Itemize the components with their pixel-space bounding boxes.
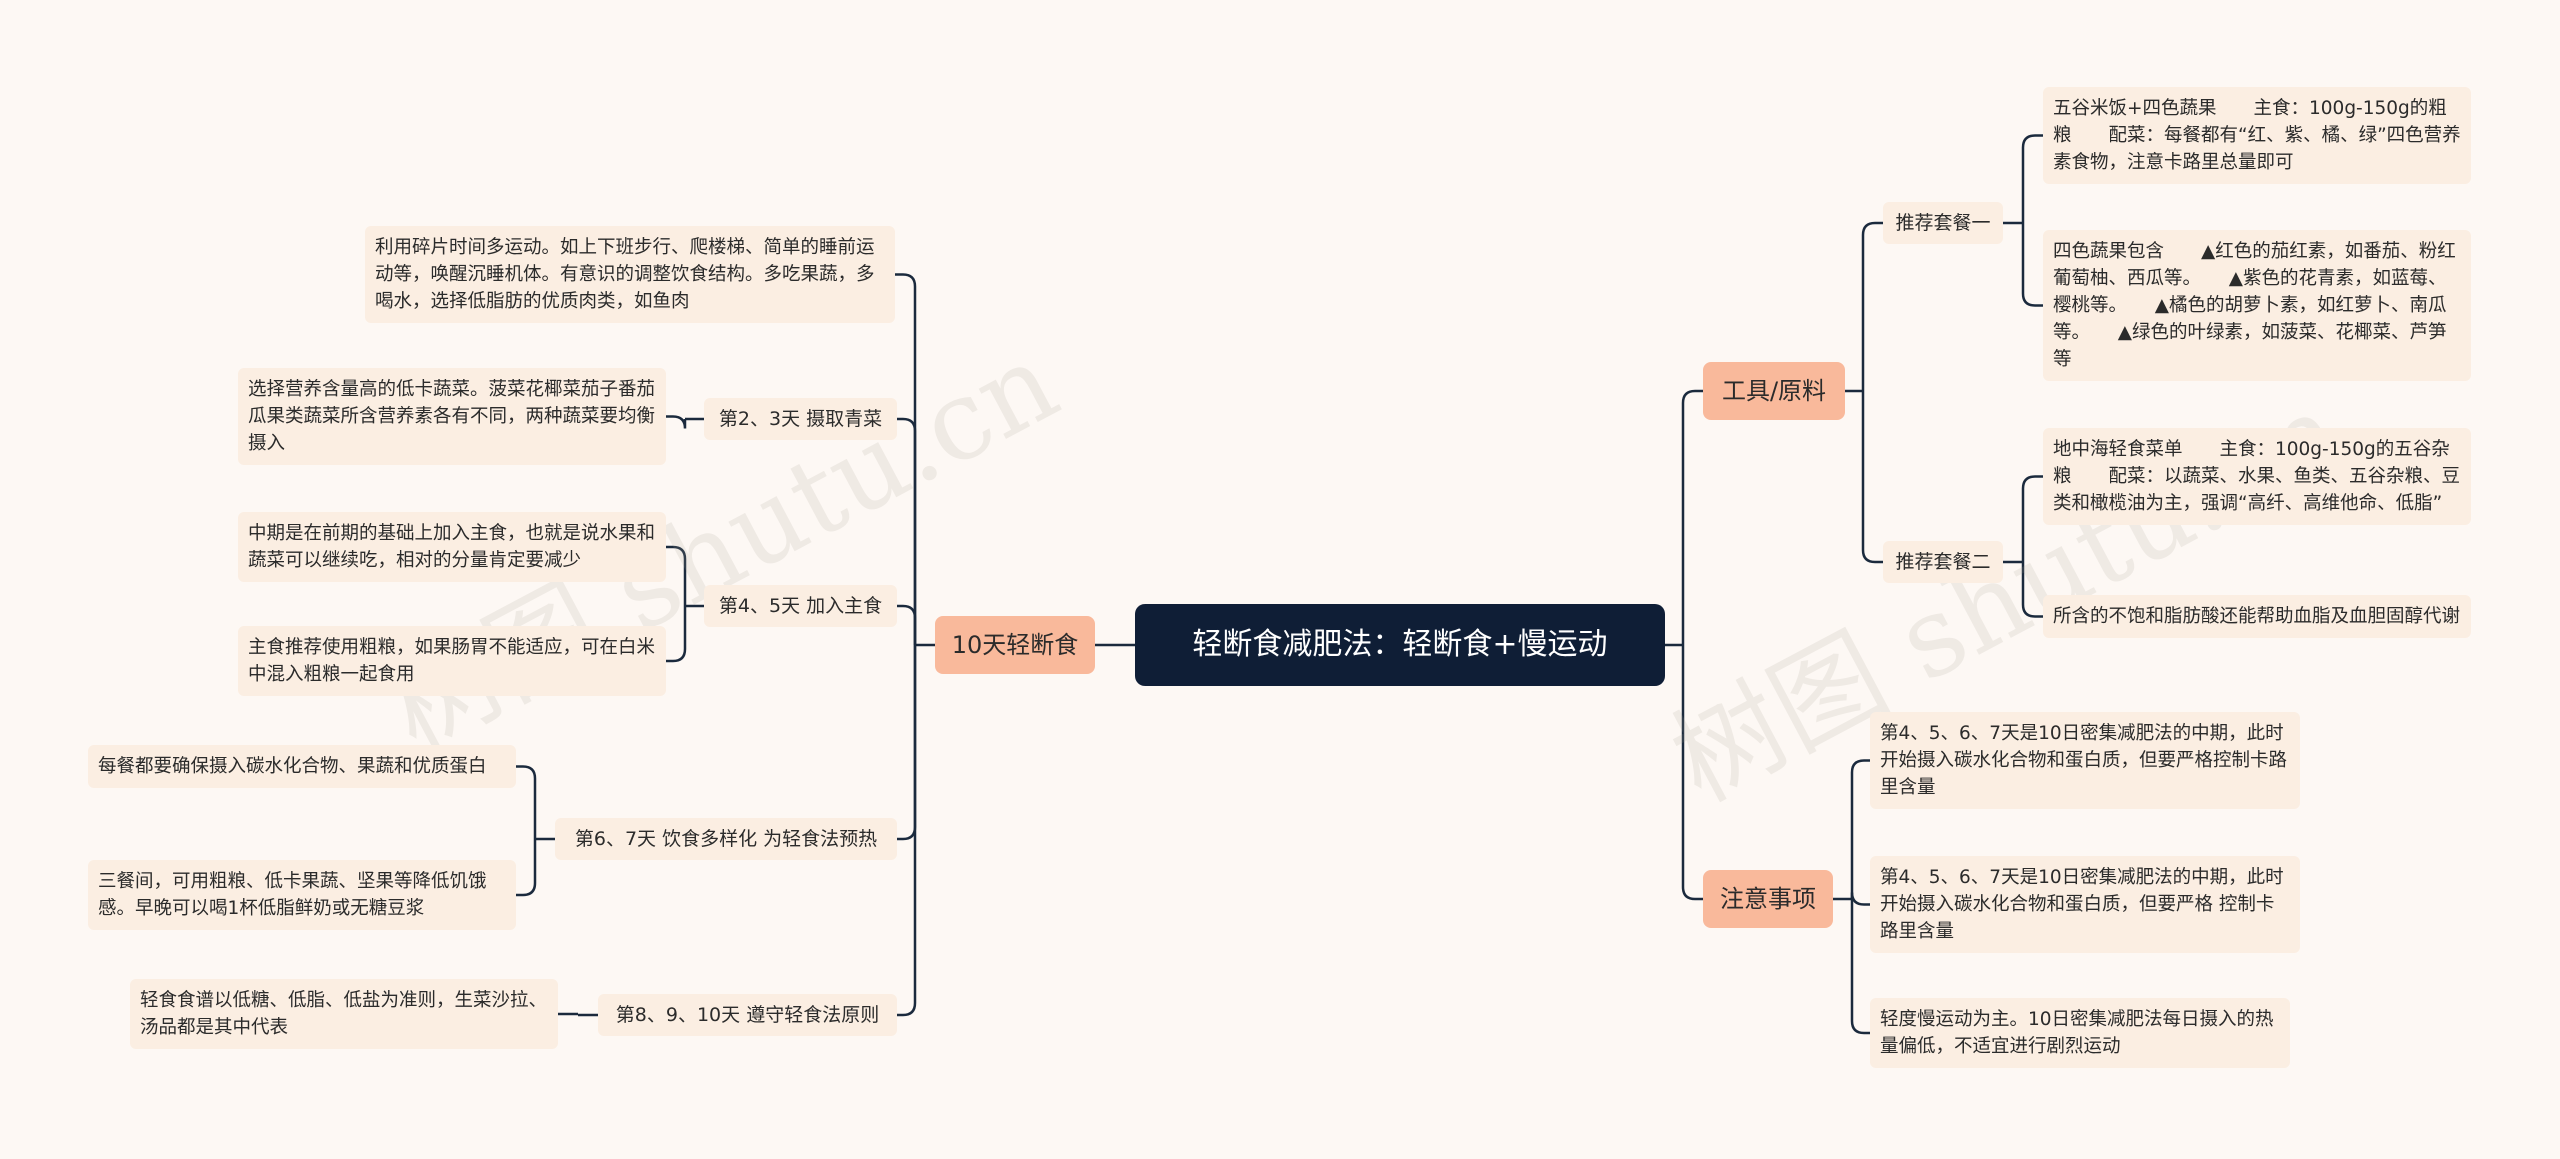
stage-day8-10[interactable]: 第8、9、10天 遵守轻食法原则 (598, 994, 897, 1036)
connector-6 (895, 273, 917, 645)
connector-15 (666, 606, 687, 663)
connector-3 (1681, 389, 1703, 645)
connector-18 (516, 839, 537, 897)
notice-note-1[interactable]: 第4、5、6、7天是10日密集减肥法的中期，此时开始摄入碳水化合物和蛋白质，但要… (1870, 712, 2300, 809)
set-two-note-1[interactable]: 地中海轻食菜单 主食：100g-150g的五谷杂粮 配菜：以蔬菜、水果、鱼类、五… (2043, 428, 2471, 525)
stage-day2-3-note[interactable]: 选择营养含量高的低卡蔬菜。菠菜花椰菜茄子番茄瓜果类蔬菜所含营养素各有不同，两种蔬… (238, 368, 666, 465)
intro-note[interactable]: 利用碎片时间多运动。如上下班步行、爬楼梯、简单的睡前运动等，唤醒沉睡机体。有意识… (365, 226, 895, 323)
stage-day6-7-note-2[interactable]: 三餐间，可用粗粮、低卡果蔬、坚果等降低饥饿感。早晚可以喝1杯低脂鲜奶或无糖豆浆 (88, 860, 516, 930)
connector-12 (666, 415, 687, 429)
set-one-note-1[interactable]: 五谷米饭+四色蔬果 主食：100g-150g的粗粮 配菜：每餐都有“红、紫、橘、… (2043, 87, 2471, 184)
connector-17 (516, 765, 537, 839)
connector-23 (1861, 391, 1883, 564)
stage-day8-10-note[interactable]: 轻食食谱以低糖、低脂、低盐为准则，生菜沙拉、汤品都是其中代表 (130, 979, 558, 1049)
notice-note-3[interactable]: 轻度慢运动为主。10日密集减肥法每日摄入的热量偏低，不适宜进行剧烈运动 (1870, 998, 2290, 1068)
connector-29 (2021, 562, 2043, 618)
connector-32 (1850, 892, 1870, 906)
branch-notice[interactable]: 注意事项 (1703, 870, 1833, 928)
stage-day4-5[interactable]: 第4、5天 加入主食 (704, 585, 897, 627)
stage-day6-7-note-1[interactable]: 每餐都要确保摄入碳水化合物、果蔬和优质蛋白 (88, 745, 516, 788)
stage-day4-5-note-1[interactable]: 中期是在前期的基础上加入主食，也就是说水果和蔬菜可以继续吃，相对的分量肯定要减少 (238, 512, 666, 582)
set-two[interactable]: 推荐套餐二 (1883, 541, 2003, 583)
connector-8 (897, 604, 917, 645)
connector-28 (2021, 475, 2043, 562)
connector-10 (897, 645, 917, 1017)
connector-22 (1861, 221, 1883, 391)
set-two-note-2[interactable]: 所含的不饱和脂肪酸还能帮助血脂及血胆固醇代谢 (2043, 595, 2471, 638)
connector-31 (1850, 759, 1870, 899)
connector-25 (2021, 134, 2043, 223)
connector-9 (897, 645, 917, 841)
connector-33 (1850, 899, 1870, 1035)
connector-26 (2021, 223, 2043, 307)
stage-day4-5-note-2[interactable]: 主食推荐使用粗粮，如果肠胃不能适应，可在白米中混入粗粮一起食用 (238, 626, 666, 696)
stage-day2-3[interactable]: 第2、3天 摄取青菜 (704, 398, 897, 440)
notice-note-2[interactable]: 第4、5、6、7天是10日密集减肥法的中期，此时开始摄入碳水化合物和蛋白质，但要… (1870, 856, 2300, 953)
connector-14 (666, 545, 687, 606)
set-one-note-2[interactable]: 四色蔬果包含 ▲红色的茄红素，如番茄、粉红葡萄柚、西瓜等。 ▲紫色的花青素，如蓝… (2043, 230, 2471, 381)
branch-tools[interactable]: 工具/原料 (1703, 362, 1845, 420)
branch-10day-fast[interactable]: 10天轻断食 (935, 616, 1095, 674)
connector-7 (897, 417, 917, 645)
root-topic[interactable]: 轻断食减肥法：轻断食+慢运动 (1135, 604, 1665, 686)
stage-day6-7[interactable]: 第6、7天 饮食多样化 为轻食法预热 (555, 818, 897, 860)
set-one[interactable]: 推荐套餐一 (1883, 202, 2003, 244)
connector-4 (1681, 645, 1703, 901)
